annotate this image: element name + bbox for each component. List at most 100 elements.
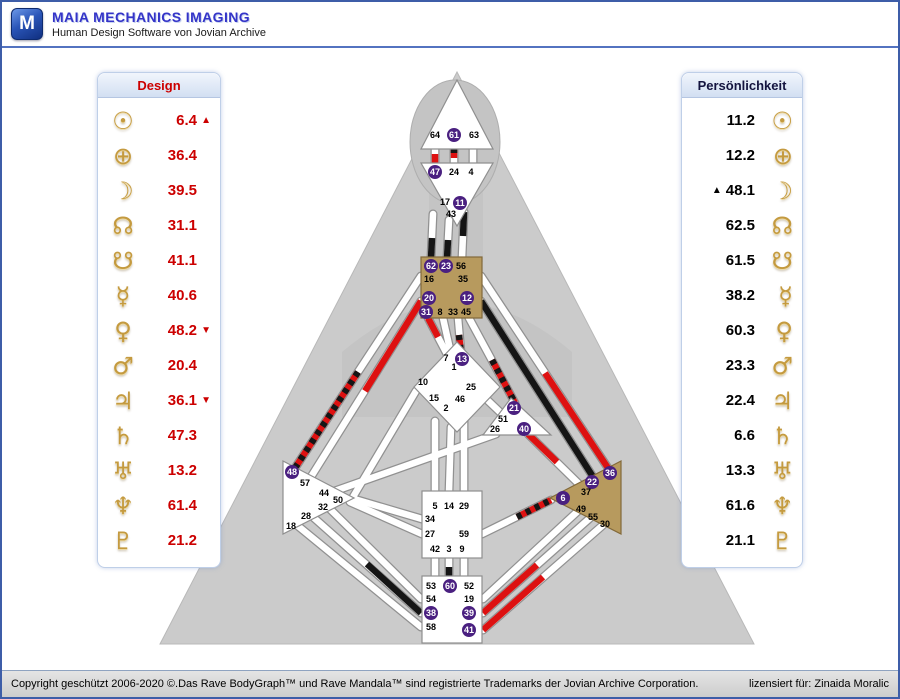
personality-mercury-value: 38.2 — [725, 287, 755, 304]
channel-personality — [427, 237, 436, 259]
personality-jupiter-value: 22.4 — [725, 392, 755, 409]
copyright-text: Copyright geschützt 2006-2020 ©.Das Rave… — [11, 678, 699, 690]
gate-49: 49 — [576, 504, 586, 514]
personality-moon-arrow-icon: ▲ — [711, 184, 722, 196]
personality-uranus-value: 13.3 — [725, 462, 755, 479]
uranus-icon: ♅ — [771, 456, 793, 485]
design-row-north-node: ☊ 31.1 — [107, 208, 211, 243]
gate-21-circle — [507, 401, 521, 415]
gate-43: 43 — [446, 209, 456, 219]
gate-27: 27 — [425, 529, 435, 539]
venus-icon: ♀ — [114, 316, 132, 345]
center-sacral — [421, 490, 483, 559]
design-north-node-value: 31.1 — [167, 217, 197, 234]
design-row-mars: ♂20.4 — [107, 348, 211, 383]
gate-19: 19 — [464, 594, 474, 604]
gate-20-circle — [422, 291, 436, 305]
personality-neptune-value: 61.6 — [725, 497, 755, 514]
gate-33: 33 — [448, 307, 458, 317]
gate-39: 39 — [464, 608, 474, 618]
gate-52: 52 — [464, 581, 474, 591]
moon-icon: ☽ — [771, 176, 793, 205]
personality-row-sun: 11.2☉ — [691, 103, 793, 138]
gate-44: 44 — [319, 488, 329, 498]
uranus-icon: ♅ — [112, 456, 134, 485]
personality-pluto-value: 21.1 — [725, 532, 755, 549]
channel-both-stripe — [515, 497, 553, 520]
personality-row-moon: ▲48.1 ☽ — [691, 173, 793, 208]
personality-sun-value: 11.2 — [726, 112, 755, 129]
design-earth-value: 36.4 — [167, 147, 197, 164]
personality-south-node-value: 61.5 — [725, 252, 755, 269]
center-ajna — [419, 162, 495, 228]
channel — [326, 505, 425, 603]
gate-29: 29 — [459, 501, 469, 511]
gate-22: 22 — [587, 477, 597, 487]
gate-40-circle — [517, 422, 531, 436]
gate-22-circle — [585, 475, 599, 489]
gate-17: 17 — [440, 197, 450, 207]
app-header: M MAIA MECHANICS IMAGING Human Design So… — [2, 2, 898, 48]
personality-row-uranus: 13.3 ♅ — [691, 453, 793, 488]
design-venus-value: 48.2 — [167, 322, 197, 339]
gate-60-circle — [443, 579, 457, 593]
gate-42: 42 — [430, 544, 440, 554]
design-uranus-value: 13.2 — [167, 462, 197, 479]
personality-mars-value: 23.3 — [725, 357, 755, 374]
design-moon-value: 39.5 — [167, 182, 197, 199]
gate-62-circle — [424, 259, 438, 273]
channel-both-stripe — [455, 334, 465, 354]
venus-icon: ♀ — [775, 316, 793, 345]
personality-panel: Persönlichkeit 11.2☉12.2⊕▲48.1☽62.5☊61.5… — [681, 72, 803, 568]
design-mars-value: 20.4 — [167, 357, 197, 374]
jupiter-icon: ♃ — [112, 386, 134, 415]
channel — [294, 522, 425, 631]
design-neptune-value: 61.4 — [167, 497, 197, 514]
gate-11: 11 — [455, 198, 465, 208]
gate-8: 8 — [437, 307, 442, 317]
gate-5: 5 — [432, 501, 437, 511]
gate-58: 58 — [426, 622, 436, 632]
sun-icon: ☉ — [112, 106, 134, 135]
personality-row-venus: 60.3♀ — [691, 313, 793, 348]
gate-36: 36 — [605, 468, 615, 478]
gate-45: 45 — [461, 307, 471, 317]
gate-1: 1 — [451, 362, 456, 372]
gate-51: 51 — [498, 414, 508, 424]
mercury-icon: ☿ — [778, 281, 793, 310]
design-jupiter-value: 36.1 — [167, 392, 197, 409]
pluto-icon: ♇ — [112, 526, 134, 555]
design-sun-value: 6.4 — [176, 112, 197, 129]
personality-row-pluto: 21.1♇ — [691, 523, 793, 558]
north-node-icon: ☊ — [112, 211, 134, 240]
personality-row-saturn: 6.6♄ — [691, 418, 793, 453]
gate-23: 23 — [441, 261, 451, 271]
gate-16: 16 — [424, 274, 434, 284]
design-saturn-value: 47.3 — [167, 427, 197, 444]
gate-37: 37 — [581, 487, 591, 497]
gate-34: 34 — [425, 514, 435, 524]
gate-57: 57 — [300, 478, 310, 488]
design-row-earth: ⊕36.4 — [107, 138, 211, 173]
gate-6: 6 — [560, 493, 565, 503]
moon-icon: ☽ — [112, 176, 134, 205]
gate-41: 41 — [464, 625, 474, 635]
channel-personality — [478, 299, 598, 482]
design-venus-arrow-icon: ▼ — [201, 324, 211, 336]
center-heart — [481, 397, 553, 436]
gate-20: 20 — [424, 293, 434, 303]
design-row-pluto: ♇21.2 — [107, 523, 211, 558]
gate-31: 31 — [421, 307, 431, 317]
personality-moon-value: 48.1 — [725, 182, 755, 199]
gate-59: 59 — [459, 529, 469, 539]
design-rows: ☉6.4▲⊕36.4☽39.5☊31.1☋41.1☿40.6♀48.2▼♂20.… — [98, 98, 220, 567]
personality-row-neptune: 61.6♆ — [691, 488, 793, 523]
channel-design — [525, 431, 560, 465]
personality-north-node-value: 62.5 — [725, 217, 755, 234]
channel-design — [542, 371, 611, 470]
gate-31-circle — [419, 305, 433, 319]
personality-row-mars: 23.3♂ — [691, 348, 793, 383]
personality-row-mercury: 38.2 ☿ — [691, 278, 793, 313]
center-spleen — [282, 460, 356, 535]
